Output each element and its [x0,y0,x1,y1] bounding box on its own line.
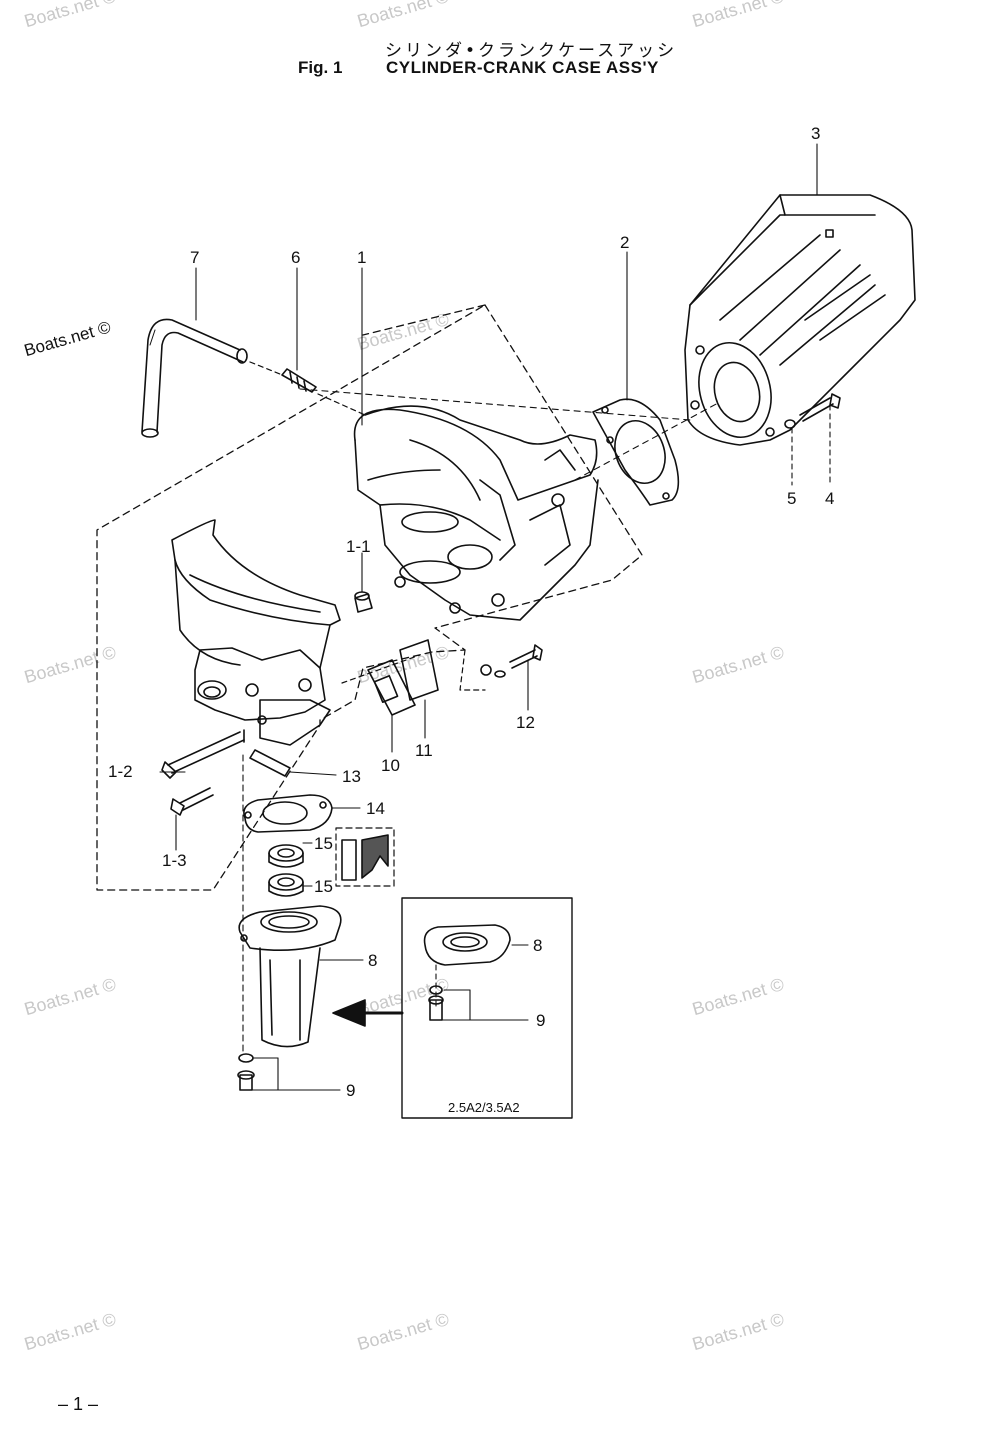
callout-6: 6 [291,248,300,267]
bolt-part-12 [480,644,543,678]
callout-4: 4 [825,489,834,508]
callout-1-3: 1-3 [162,851,187,870]
figure-number: Fig. 1 [298,58,343,77]
nipple-part-6 [281,368,317,393]
bolt-part-1-2 [161,729,245,779]
dowel-part-1-1 [354,591,373,613]
callout-8-inset: 8 [533,936,542,955]
gasket-part-11 [399,639,439,701]
bolt-part-1-3 [170,787,214,816]
bolt-part-9 [237,1070,255,1091]
callout-9: 9 [346,1081,355,1100]
gasket-part-14 [243,794,333,833]
housing-part-8 [238,905,342,1048]
leader-lines [159,143,818,1091]
callout-11: 11 [415,741,433,760]
crankcase-lower-half [171,519,341,746]
callout-12: 12 [516,713,535,732]
plate-part-10 [367,659,416,716]
cylinder-part-3 [684,194,916,446]
callout-10: 10 [381,756,400,775]
hose-part-7 [141,318,248,438]
page-number: – 1 – [58,1394,99,1414]
seal-part-15-upper [268,844,304,868]
callout-14: 14 [366,799,385,818]
callout-9-inset: 9 [536,1011,545,1030]
callout-1: 1 [357,248,366,267]
callout-2: 2 [620,233,629,252]
callout-1-1: 1-1 [346,537,371,556]
pin-part-13 [249,749,291,777]
callout-8: 8 [368,951,377,970]
seal-part-15-lower [268,873,304,897]
callout-7: 7 [190,248,199,267]
gasket-part-2 [592,398,680,506]
callout-5: 5 [787,489,796,508]
callout-15-lower: 15 [314,877,333,896]
callout-13: 13 [342,767,361,786]
washer-part-9 [238,1053,254,1063]
crankcase-upper-part-1 [353,405,599,621]
callout-15-upper: 15 [314,834,333,853]
seal-section-detail [335,827,395,887]
callout-3: 3 [811,124,820,143]
inset-detail-box [401,897,573,1119]
inset-model-caption: 2.5A2/3.5A2 [448,1100,520,1115]
figure-title: CYLINDER-CRANK CASE ASS'Y [386,58,659,77]
washer-part-5 [784,419,796,429]
callout-labels: 7 6 1 2 3 4 5 1-1 1-2 1-3 13 14 15 15 8 … [108,124,834,1115]
bolt-part-4 [799,393,841,422]
callout-1-2: 1-2 [108,762,133,781]
detail-arrow [332,999,404,1027]
title-japanese: シリンダ•クランクケースアッシ [385,41,678,61]
assembly-boundary-dashed [96,304,643,891]
